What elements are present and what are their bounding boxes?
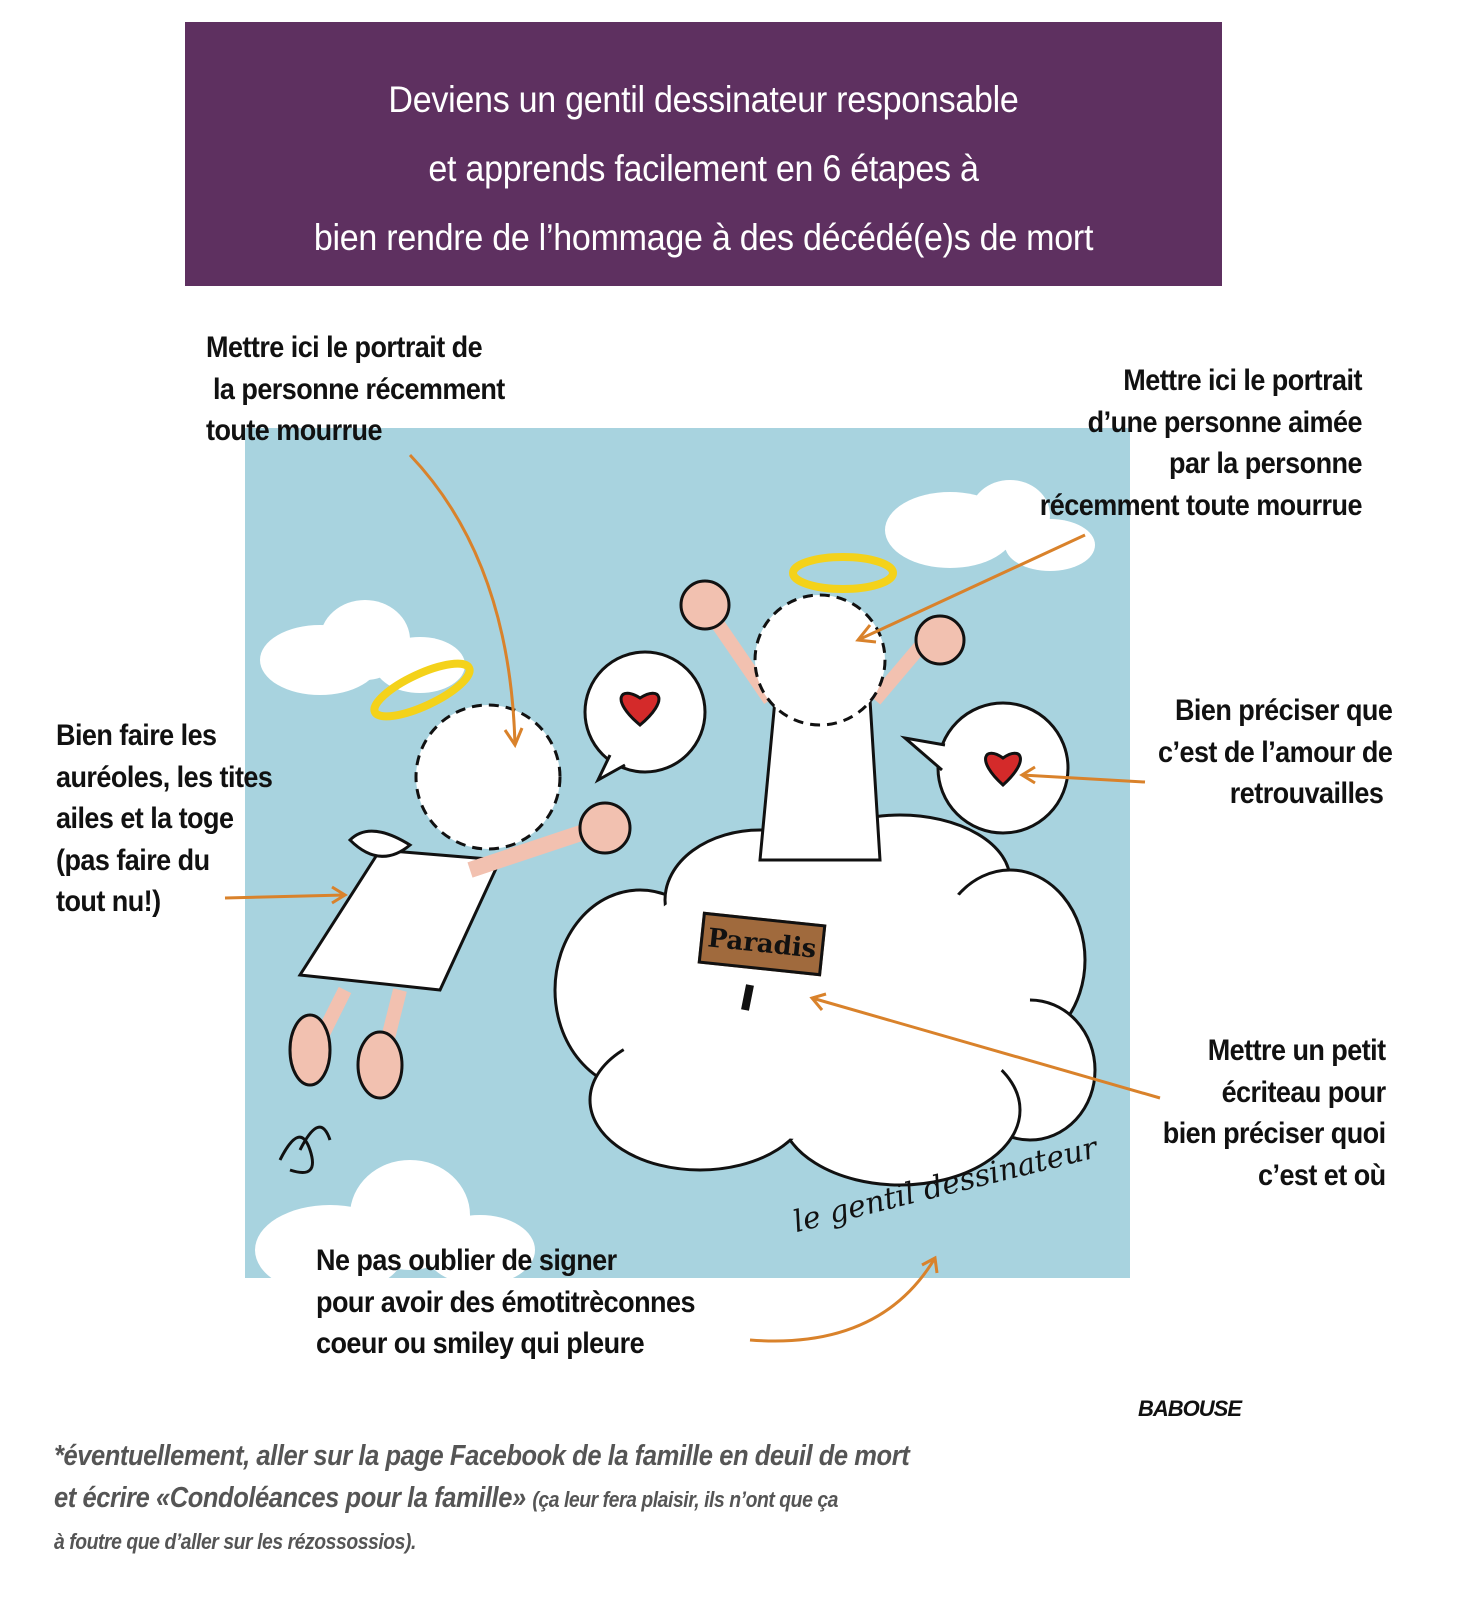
annotation-portrait-loved: Mettre ici le portrait d’une personne ai…	[1039, 360, 1363, 526]
arrow	[857, 533, 1086, 642]
title-line: et apprends facilement en 6 étapes à	[428, 148, 979, 189]
annotation-halos: Bien faire les auréoles, les tites ailes…	[56, 715, 273, 923]
annotation-line: Mettre ici le portrait	[1123, 364, 1362, 397]
arrow	[1021, 773, 1146, 784]
annotation-signature: Ne pas oublier de signer pour avoir des …	[316, 1240, 695, 1365]
footnote-line: à foutre que d’aller sur les rézossossio…	[54, 1529, 416, 1554]
annotation-line: auréoles, les tites	[56, 760, 273, 794]
annotation-line: écriteau pour	[1221, 1075, 1387, 1109]
footnote: *éventuellement, aller sur la page Faceb…	[54, 1435, 910, 1563]
title-banner: Deviens un gentil dessinateur responsabl…	[185, 22, 1222, 286]
footnote-line: *éventuellement, aller sur la page Faceb…	[54, 1440, 910, 1472]
sign-post	[741, 984, 754, 1011]
cloud	[260, 600, 465, 695]
annotation-line: la personne récemment	[206, 372, 505, 406]
title-line: Deviens un gentil dessinateur responsabl…	[388, 79, 1019, 120]
arrow	[811, 996, 1161, 1100]
annotation-line: Bien faire les	[56, 719, 217, 752]
wing-icon	[347, 829, 413, 858]
annotation-line: Bien préciser que	[1174, 694, 1393, 727]
annotation-line: d’une personne aimée	[1087, 405, 1363, 439]
arrows	[224, 453, 1161, 1343]
annotation-line: pour avoir des émotitrèconnes	[316, 1285, 695, 1319]
left-angel	[278, 659, 632, 1174]
annotation-line: toute mourrue	[206, 414, 383, 447]
right-angel	[679, 553, 966, 862]
heart-icon	[984, 751, 1022, 788]
portrait-placeholder-loved	[753, 593, 887, 727]
halo-icon	[789, 553, 897, 593]
speech-bubbles	[583, 650, 1070, 835]
halo-icon	[370, 659, 474, 721]
arrow	[408, 453, 517, 746]
annotation-line: Mettre un petit	[1208, 1034, 1386, 1067]
annotation-line: par la personne	[1169, 447, 1363, 480]
annotation-line: ailes et la toge	[56, 802, 234, 835]
footnote-aside: (ça leur fera plaisir, ils n’ont que ça	[532, 1487, 838, 1512]
portrait-placeholder-deceased	[414, 703, 562, 851]
title-line: bien rendre de l’hommage à des décédé(e)…	[313, 217, 1094, 258]
annotation-line: Ne pas oublier de signer	[316, 1244, 617, 1277]
small-clouds	[255, 480, 1095, 1295]
annotation-line: retrouvailles	[1229, 777, 1383, 810]
footnote-line: et écrire «Condoléances pour la famille»	[54, 1482, 533, 1514]
arrow	[224, 893, 346, 900]
annotation-line: c’est de l’amour de	[1157, 735, 1393, 769]
annotation-sign: Mettre un petit écriteau pour bien préci…	[1163, 1030, 1386, 1196]
annotation-line: tout nu!)	[56, 885, 161, 918]
cloud	[255, 1160, 535, 1295]
heart-icon	[619, 691, 661, 727]
cloud	[885, 480, 1095, 571]
annotation-line: récemment toute mourrue	[1039, 488, 1363, 522]
annotation-line: c’est et où	[1258, 1158, 1386, 1192]
artist-signature: BABOUSE	[1138, 1396, 1242, 1421]
annotation-line: (pas faire du	[56, 843, 210, 877]
arrow	[749, 1257, 937, 1343]
annotation-line: coeur ou smiley qui pleure	[316, 1327, 645, 1360]
annotation-love: Bien préciser que c’est de l’amour de re…	[1157, 690, 1393, 815]
annotation-portrait-deceased: Mettre ici le portrait de la personne ré…	[206, 327, 505, 452]
annotation-line: Mettre ici le portrait de	[206, 331, 483, 364]
annotation-line: bien préciser quoi	[1163, 1117, 1386, 1150]
